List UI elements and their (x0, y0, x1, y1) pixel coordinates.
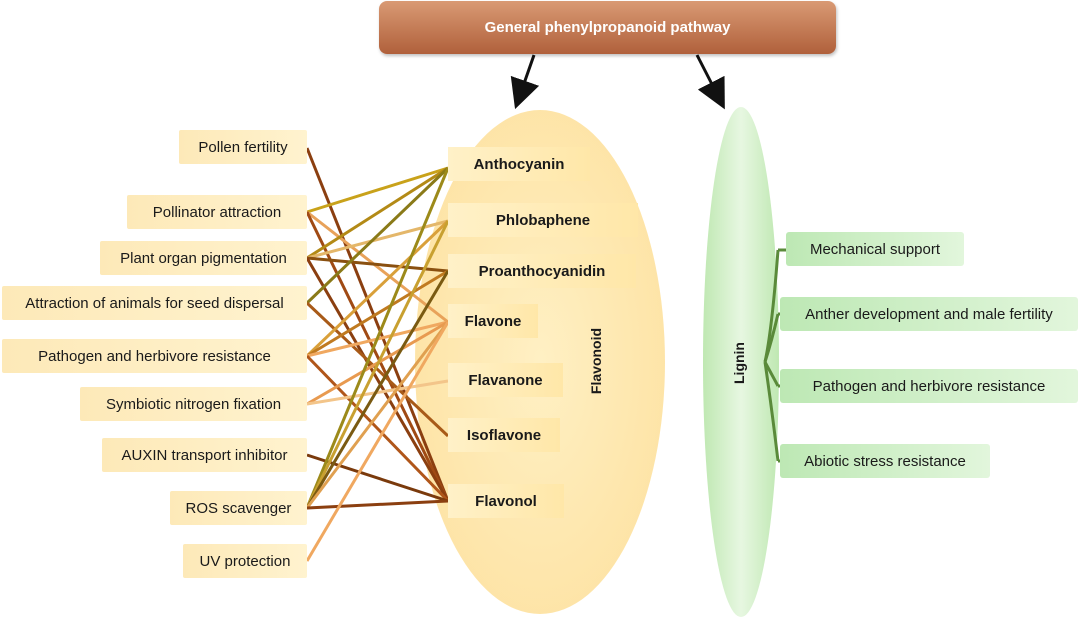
lignin-anther-development: Anther development and male fertility (780, 297, 1078, 331)
lignin-ellipse (703, 107, 779, 617)
link-line-4 (306, 166, 449, 260)
link-line-8 (305, 166, 450, 305)
flavonoid-flavone: Flavone (448, 304, 538, 338)
flavonoid-phlobaphene: Phlobaphene (448, 203, 638, 237)
link-line-0 (305, 147, 450, 502)
link-line-18 (305, 220, 450, 509)
link-line-20 (305, 321, 450, 509)
lignin-bracket (763, 248, 786, 463)
lignin-abiotic-stress: Abiotic stress resistance (780, 444, 990, 478)
function-nitrogen-fixation: Symbiotic nitrogen fixation (80, 387, 307, 421)
arrow-to-lignin (695, 54, 725, 110)
function-pollinator-attraction: Pollinator attraction (127, 195, 307, 229)
flavonoid-isoflavone: Isoflavone (448, 418, 560, 452)
flavonoid-proanthocyanidin: Proanthocyanidin (448, 254, 636, 288)
flavonoid-flavanone: Flavanone (448, 363, 563, 397)
link-line-9 (305, 301, 450, 438)
link-line-15 (306, 379, 449, 406)
link-line-7 (305, 257, 450, 502)
function-pathogen-resistance: Pathogen and herbivore resistance (2, 339, 307, 373)
link-lines (305, 147, 450, 562)
function-pollen-fertility: Pollen fertility (179, 130, 307, 164)
function-plant-organ-pigmentation: Plant organ pigmentation (100, 241, 307, 275)
link-line-22 (305, 321, 450, 562)
link-line-10 (305, 219, 450, 358)
lignin-label: Lignin (731, 342, 747, 384)
link-line-17 (305, 167, 450, 509)
link-line-1 (306, 166, 449, 214)
flavonoid-ellipse (415, 110, 665, 614)
flavonoid-anthocyanin: Anthocyanin (448, 147, 590, 181)
function-uv-protection: UV protection (183, 544, 307, 578)
link-line-19 (305, 270, 450, 509)
function-seed-dispersal: Attraction of animals for seed dispersal (2, 286, 307, 320)
arrow-to-flavonoid (510, 54, 540, 110)
link-line-13 (305, 354, 450, 503)
pathway-header: General phenylpropanoid pathway (379, 1, 836, 54)
link-line-21 (306, 499, 449, 510)
flavonoid-label: Flavonoid (588, 327, 604, 395)
lignin-pathogen-resistance: Pathogen and herbivore resistance (780, 369, 1078, 403)
function-ros-scavenger: ROS scavenger (170, 491, 307, 525)
flavonoid-flavonol: Flavonol (448, 484, 564, 518)
function-auxin-inhibitor: AUXIN transport inhibitor (102, 438, 307, 472)
link-line-11 (306, 269, 449, 358)
link-line-2 (306, 210, 449, 324)
lignin-mechanical-support: Mechanical support (786, 232, 964, 266)
